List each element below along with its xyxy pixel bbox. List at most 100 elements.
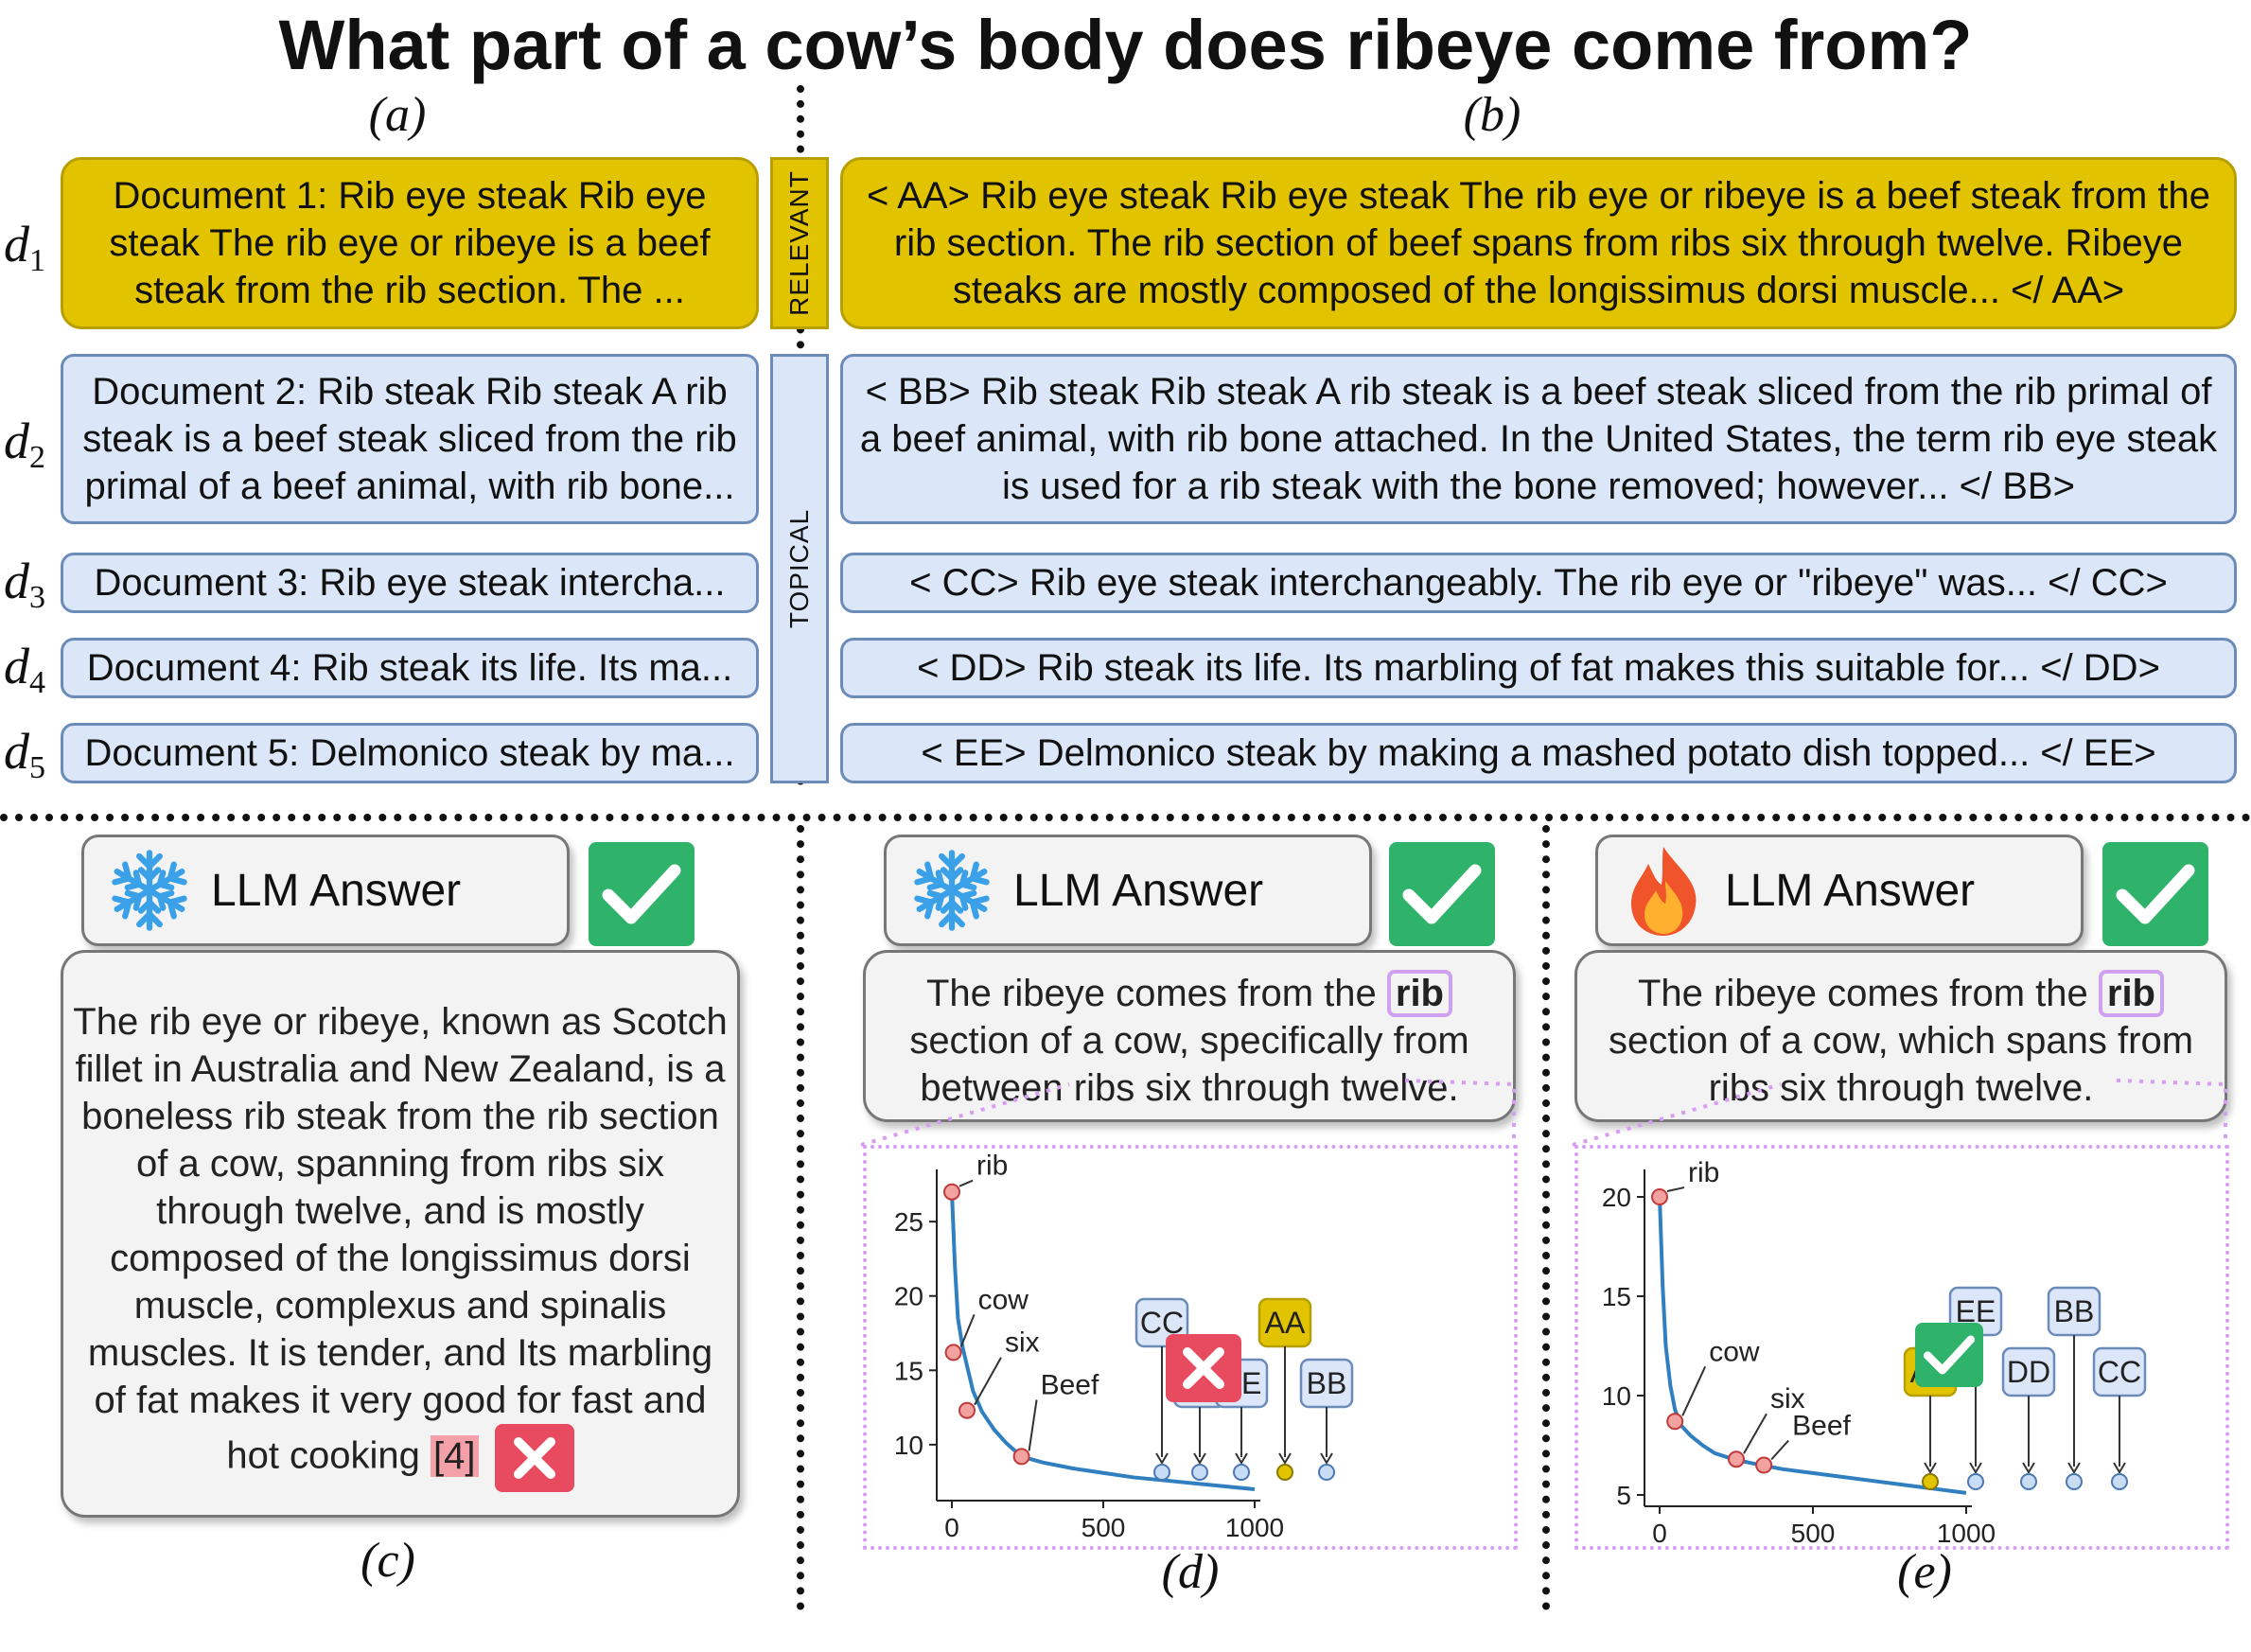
doc-tag-point [1233,1464,1250,1481]
doc-b-3: < CC> Rib eye steak interchangeably. The… [840,553,2237,613]
point-cow [944,1344,962,1362]
doc-tag-arrowhead [2067,1462,2081,1474]
y-tick-label: 10 [1602,1381,1631,1411]
doc-a-4: Document 4: Rib steak its life. Its ma..… [61,638,759,698]
point-label: cow [1709,1336,1760,1367]
doc-a-1: Document 1: Rib eye steak Rib eye steak … [61,157,759,329]
doc-tag-arrowhead [2113,1462,2126,1474]
point-arrow [974,1357,1002,1406]
answer-e: The ribeye comes from the rib section of… [1574,950,2227,1122]
doc-tag-arrowhead [1193,1452,1206,1465]
doc-tag-arrowhead [1235,1452,1248,1465]
doc-tag-point [1153,1464,1170,1481]
llm-header-d: LLM Answer [884,835,1372,946]
point-label: six [1770,1383,1805,1415]
llm-header-label: LLM Answer [1725,865,1976,916]
doc-tag-label: BB [2054,1294,2095,1328]
doc-b-5: < EE> Delmonico steak by making a mashed… [840,723,2237,783]
relevant-tag: RELEVANT [770,157,829,329]
point-rib [943,1183,960,1201]
doc-tag-point [1318,1464,1335,1481]
point-arrow [1743,1413,1767,1454]
chart-e: 510152005001000ribcowsixBeefAAEEDDBBCC [1602,1157,2147,1548]
doc-tag-bb: BB [2047,1286,2102,1490]
point-beef [1012,1448,1030,1466]
doc-tag-point [1191,1464,1208,1481]
doc-tag-arrowhead [2022,1462,2035,1474]
x-tick-label: 0 [944,1513,959,1542]
y-tick-label: 25 [894,1207,923,1237]
answer-c-text: The rib eye or ribeye, known as Scotch f… [73,1001,728,1477]
doc-b-1: < AA> Rib eye steak Rib eye steak The ri… [840,157,2237,329]
point-label: six [1005,1327,1040,1359]
snowflake-icon [97,848,202,933]
point-arrow [1028,1399,1038,1451]
point-arrow [959,1314,976,1347]
divider-bottom-right [1542,825,1550,1610]
check-icon [589,842,695,946]
doc-tag-arrowhead [1278,1452,1292,1465]
point-arrow [1770,1439,1789,1461]
panel-label-d: (d) [1161,1545,1220,1599]
check-icon [2102,842,2208,946]
cross-icon [494,1424,574,1492]
doc-tag-label: BB [1307,1366,1347,1400]
topical-tag: TOPICAL [770,354,829,783]
x-tick-label: 0 [1652,1519,1667,1546]
doc-tag-label: CC [2098,1355,2141,1389]
point-arrow [958,1179,974,1187]
x-tick-label: 500 [1082,1513,1126,1542]
doc-label-4: d4 [4,638,45,700]
y-tick-label: 10 [894,1431,923,1460]
doc-tag-point [1276,1464,1293,1481]
doc-tag-arrowhead [1155,1452,1169,1465]
y-tick-label: 20 [894,1282,923,1311]
check-icon [1389,842,1495,946]
divider-horizontal [0,814,2251,821]
cross-icon [1166,1334,1241,1402]
chart-d: 1015202505001000ribcowsixBeefCCDDEEAABB [894,1151,1354,1542]
point-rib [1651,1188,1668,1205]
point-six [958,1401,976,1419]
llm-header-e: LLM Answer [1595,835,2084,946]
zoom-connector-e [1572,1079,2227,1147]
point-label: rib [1688,1157,1719,1188]
doc-label-1: d1 [4,216,45,278]
x-tick-label: 500 [1791,1519,1836,1546]
doc-tag-aa: AA [1257,1297,1312,1481]
doc-tag-ee: EE [1948,1286,2003,1490]
panel-label-c: (c) [361,1534,415,1588]
score-curve [950,1191,1256,1491]
point-label: Beef [1792,1411,1851,1442]
plot-frame-d: 1015202505001000ribcowsixBeefCCDDEEAABB [863,1145,1518,1550]
doc-label-2: d2 [4,413,45,475]
snowflake-icon [900,848,1004,933]
point-arrow [1681,1365,1707,1416]
doc-tag-point [1967,1473,1984,1490]
doc-tag-point [2020,1473,2037,1490]
doc-tag-cc: CC [2092,1346,2147,1490]
y-tick-label: 15 [1602,1282,1631,1311]
doc-b-4: < DD> Rib steak its life. Its marbling o… [840,638,2237,698]
figure-title: What part of a cow’s body does ribeye co… [278,6,1973,84]
doc-a-5: Document 5: Delmonico steak by ma... [61,723,759,783]
doc-tag-label: DD [2007,1355,2050,1389]
x-tick-label: 1000 [1937,1519,1996,1546]
doc-tag-arrowhead [1924,1462,1937,1474]
highlight-rib: rib [1386,970,1452,1017]
zoom-connector-d [860,1079,1516,1147]
divider-bottom-left [797,825,804,1610]
answer-d: The ribeye comes from the rib section of… [863,950,1516,1122]
doc-b-2: < BB> Rib steak Rib steak A rib steak is… [840,354,2237,524]
y-tick-label: 15 [894,1356,923,1385]
llm-header-c: LLM Answer [81,835,570,946]
score-curve [1658,1196,1967,1495]
citation: [4] [431,1434,479,1477]
y-tick-label: 20 [1602,1183,1631,1212]
panel-label-e: (e) [1897,1545,1952,1599]
doc-tag-arrowhead [1320,1452,1333,1465]
highlight-rib: rib [2098,970,2164,1017]
point-label: cow [978,1284,1029,1315]
point-arrow [1666,1186,1685,1192]
point-beef [1755,1456,1773,1474]
